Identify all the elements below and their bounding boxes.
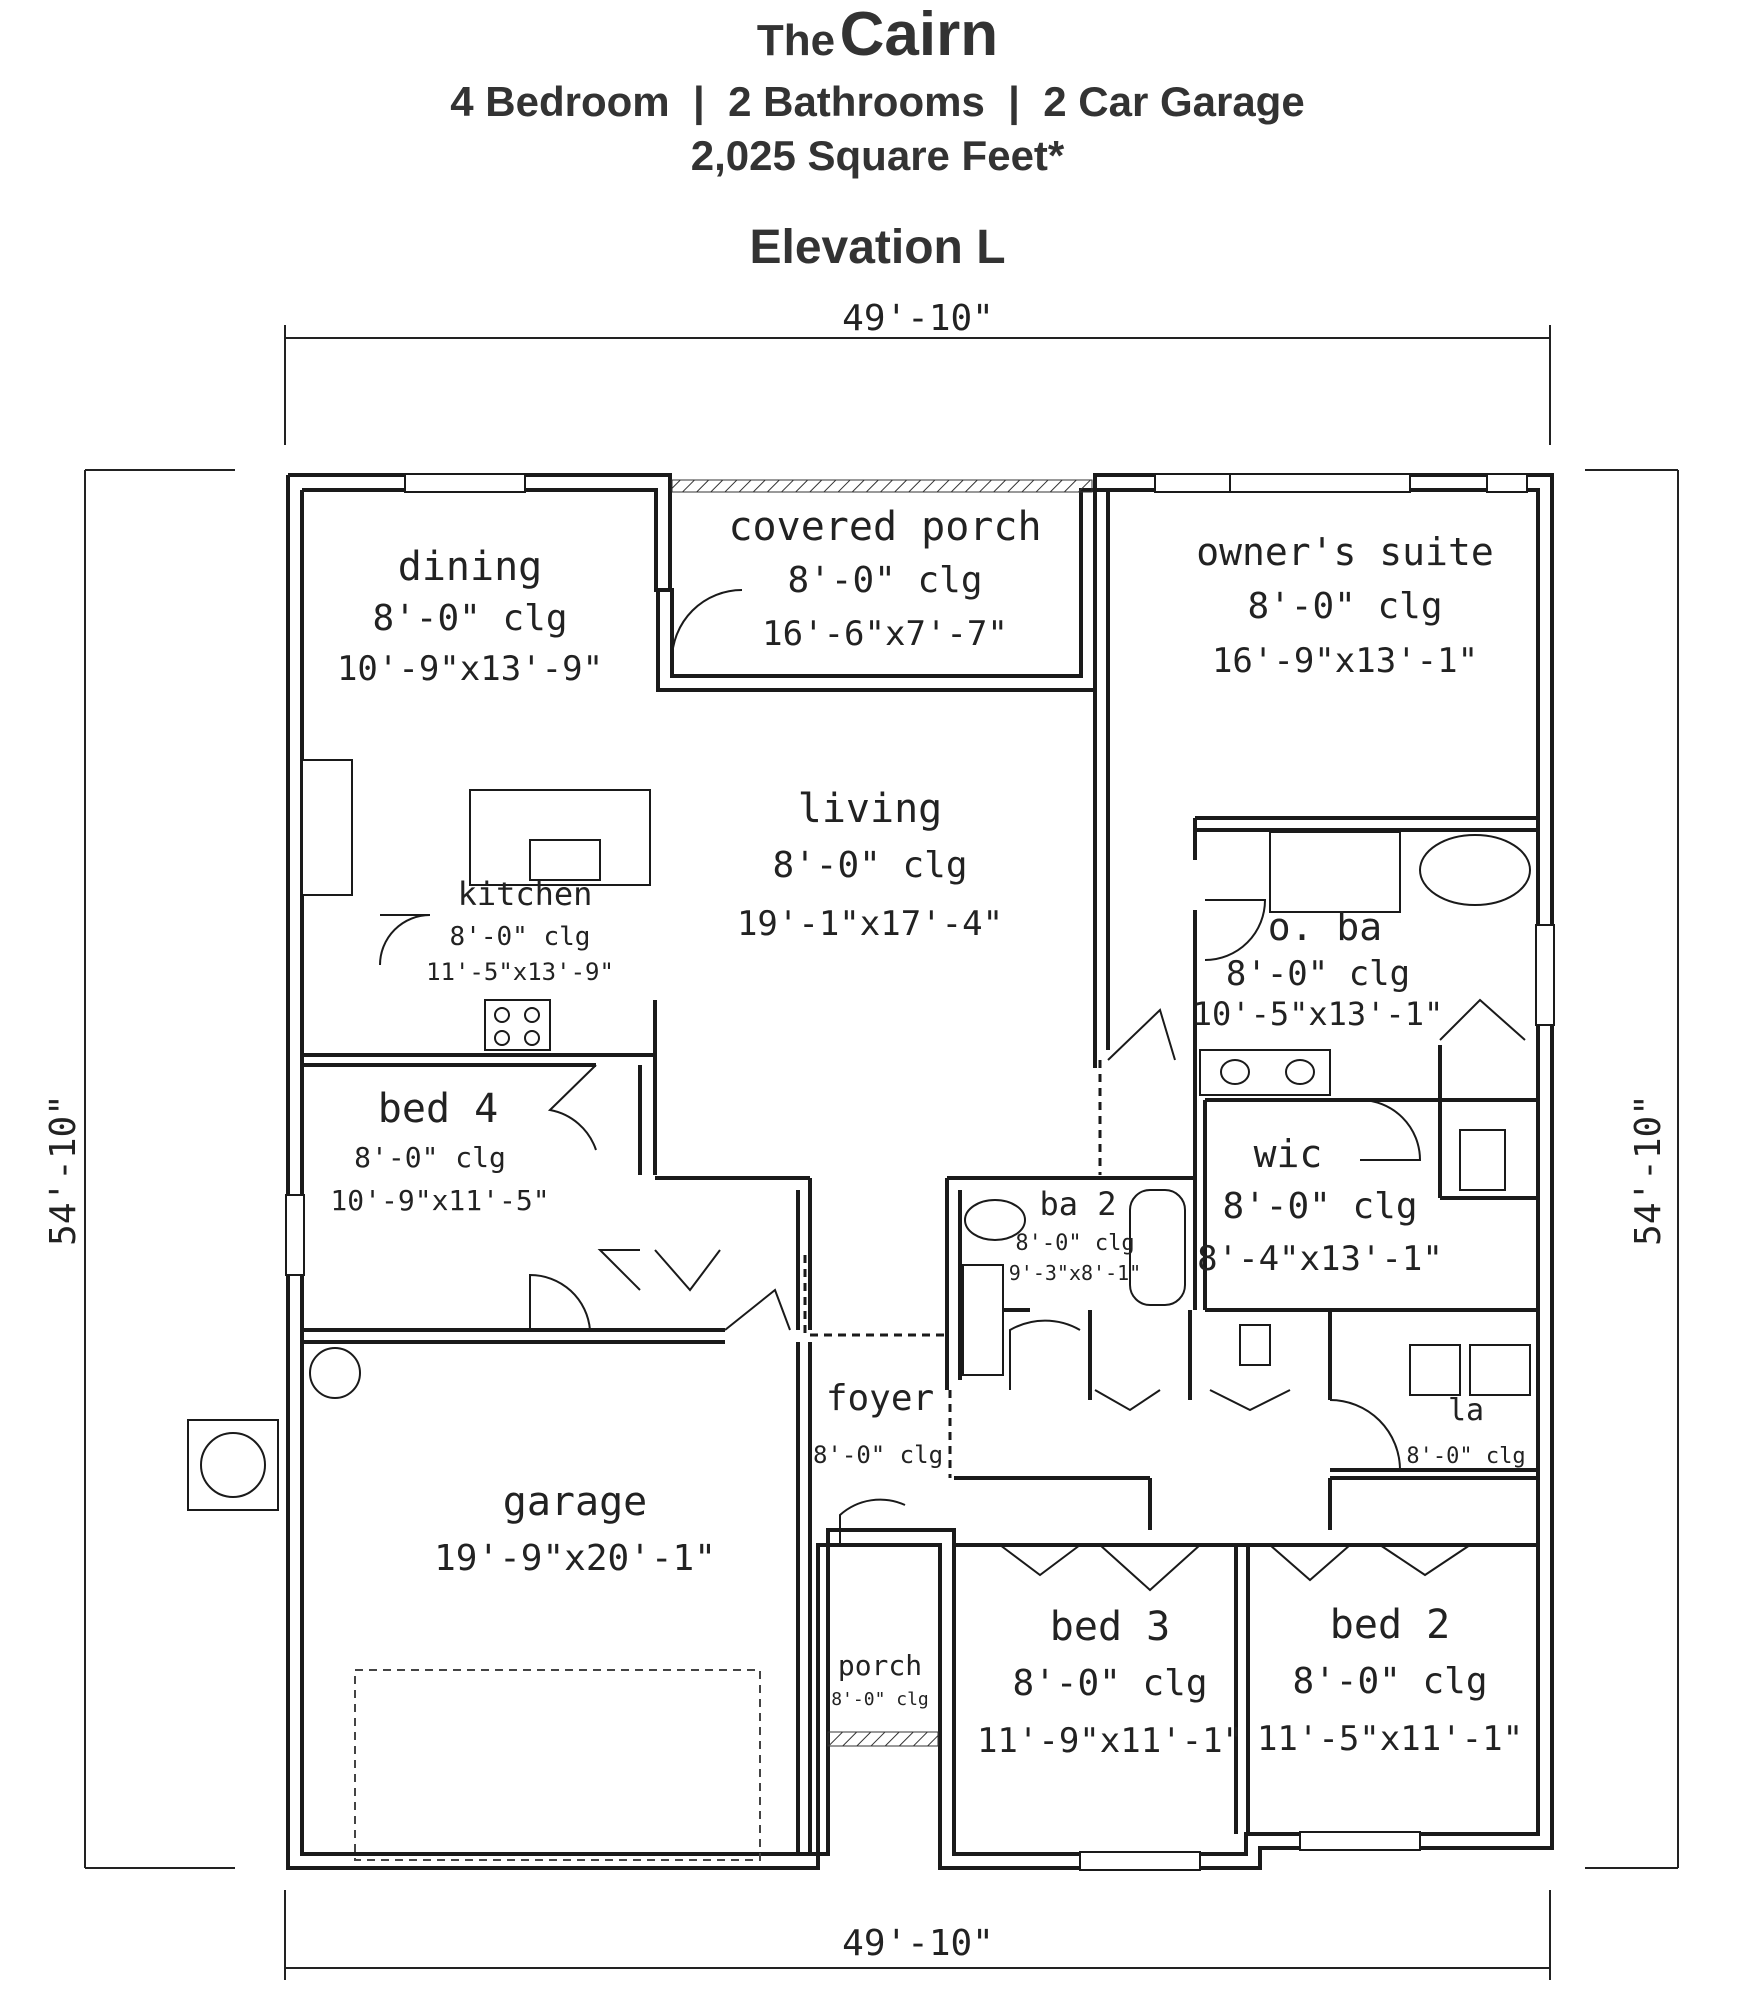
dining-size: 10'-9"x13'-9" (337, 649, 603, 689)
room-o-ba: o. ba 8'-0" clg 10'-5"x13'-1" (1193, 905, 1443, 1033)
bed2-size: 11'-5"x11'-1" (1257, 1719, 1523, 1759)
porch-ceiling: 8'-0" clg (831, 1689, 929, 1710)
shower-icon (1269, 831, 1401, 913)
o-ba-ceiling: 8'-0" clg (1226, 954, 1410, 994)
room-foyer: foyer 8'-0" clg (813, 1378, 943, 1469)
dimension-left: 54'-10" (43, 1094, 84, 1246)
bed3-name: bed 3 (1050, 1604, 1170, 1650)
room-living: living 8'-0" clg 19'-1"x17'-4" (737, 786, 1003, 944)
bed2-ceiling: 8'-0" clg (1292, 1661, 1487, 1702)
room-ba2: ba 2 8'-0" clg 9'-3"x8'-1" (1009, 1185, 1141, 1285)
room-bed2: bed 2 8'-0" clg 11'-5"x11'-1" (1257, 1602, 1523, 1759)
la-name: la (1448, 1393, 1484, 1428)
ba2-name: ba 2 (1039, 1185, 1116, 1223)
covered-porch-edge (671, 479, 1093, 493)
la-ceiling: 8'-0" clg (1406, 1444, 1525, 1469)
dimension-bottom: 49'-10" (842, 1923, 994, 1964)
owners-suite-name: owner's suite (1196, 530, 1493, 574)
exterior-walls (286, 473, 1554, 1870)
foyer-ceiling: 8'-0" clg (813, 1441, 943, 1469)
door-swings (379, 589, 1526, 1592)
water-heater-icon (1239, 1324, 1271, 1366)
covered-porch-size: 16'-6"x7'-7" (762, 614, 1008, 654)
living-name: living (798, 786, 943, 832)
plan-header: The Cairn 4 Bedroom | 2 Bathrooms | 2 Ca… (0, 0, 1755, 275)
plan-title: The Cairn (0, 4, 1755, 66)
foyer-name: foyer (826, 1378, 934, 1419)
ba2-tub-icon (1129, 1189, 1186, 1306)
bed2-name: bed 2 (1330, 1602, 1450, 1648)
dimension-right: 54'-10" (1628, 1094, 1669, 1246)
ac-fan-icon (200, 1432, 266, 1498)
wic-size: 8'-4"x13'-1" (1197, 1239, 1443, 1279)
bed3-size: 11'-9"x11'-1" (977, 1721, 1243, 1761)
bed4-ceiling: 8'-0" clg (354, 1141, 506, 1174)
room-dining: dining 8'-0" clg 10'-9"x13'-9" (337, 544, 603, 689)
washer-icon (1409, 1344, 1461, 1396)
garage-name: garage (503, 1479, 648, 1525)
dryer-icon (1469, 1344, 1531, 1396)
room-la: la 8'-0" clg (1406, 1393, 1525, 1469)
ba2-toilet-icon (964, 1199, 1026, 1241)
garage-size: 19'-9"x20'-1" (434, 1538, 716, 1579)
room-covered-porch: covered porch 8'-0" clg 16'-6"x7'-7" (728, 504, 1041, 654)
covered-porch-name: covered porch (728, 504, 1041, 550)
ba2-ceiling: 8'-0" clg (1015, 1231, 1134, 1256)
bed3-ceiling: 8'-0" clg (1012, 1663, 1207, 1704)
wic-name: wic (1254, 1132, 1323, 1176)
garage-door-outline (354, 1669, 761, 1861)
dining-name: dining (398, 544, 543, 590)
title-name: Cairn (839, 0, 999, 69)
toilet-icon (1459, 1129, 1506, 1191)
room-wic: wic 8'-0" clg 8'-4"x13'-1" (1197, 1132, 1443, 1279)
ba2-size: 9'-3"x8'-1" (1009, 1261, 1141, 1285)
interior-walls (302, 490, 1538, 1854)
wic-ceiling: 8'-0" clg (1222, 1186, 1417, 1227)
owners-suite-size: 16'-9"x13'-1" (1212, 641, 1478, 681)
room-owners-suite: owner's suite 8'-0" clg 16'-9"x13'-1" (1196, 530, 1493, 681)
owners-suite-ceiling: 8'-0" clg (1247, 586, 1442, 627)
front-porch-edge (827, 1731, 939, 1747)
fridge-icon (301, 759, 353, 896)
windows (285, 473, 1555, 1871)
fixtures (187, 759, 1531, 1511)
plan-specs: 4 Bedroom | 2 Bathrooms | 2 Car Garage (450, 78, 1305, 125)
room-garage: garage 19'-9"x20'-1" (434, 1479, 716, 1579)
elevation-label: Elevation L (749, 221, 1006, 274)
bed4-size: 10'-9"x11'-5" (330, 1184, 549, 1217)
bed4-name: bed 4 (378, 1086, 498, 1132)
room-kitchen: kitchen 8'-0" clg 11'-5"x13'-9" (426, 875, 614, 986)
ba2-vanity-icon (962, 1264, 1004, 1376)
plan-square-feet: 2,025 Square Feet* (690, 132, 1065, 179)
dimension-lines (84, 325, 1679, 1980)
garage-water-heater-icon (309, 1347, 361, 1399)
room-bed3: bed 3 8'-0" clg 11'-9"x11'-1" (977, 1604, 1243, 1761)
cooktop-icon (484, 999, 551, 1051)
covered-porch-ceiling: 8'-0" clg (787, 560, 982, 601)
living-size: 19'-1"x17'-4" (737, 904, 1003, 944)
openings (803, 1060, 1102, 1478)
porch-name: porch (838, 1649, 922, 1682)
living-ceiling: 8'-0" clg (772, 845, 967, 886)
o-ba-name: o. ba (1268, 905, 1382, 949)
dimension-top: 49'-10" (842, 298, 994, 339)
kitchen-size: 11'-5"x13'-9" (426, 958, 614, 986)
room-porch: porch 8'-0" clg (831, 1649, 929, 1710)
o-ba-size: 10'-5"x13'-1" (1193, 995, 1443, 1033)
bathtub-icon (1419, 834, 1531, 906)
kitchen-ceiling: 8'-0" clg (450, 922, 591, 952)
kitchen-name: kitchen (458, 875, 593, 913)
title-prefix: The (756, 16, 836, 65)
room-bed4: bed 4 8'-0" clg 10'-9"x11'-5" (330, 1086, 549, 1217)
kitchen-sink-icon (529, 839, 601, 881)
dining-ceiling: 8'-0" clg (372, 598, 567, 639)
